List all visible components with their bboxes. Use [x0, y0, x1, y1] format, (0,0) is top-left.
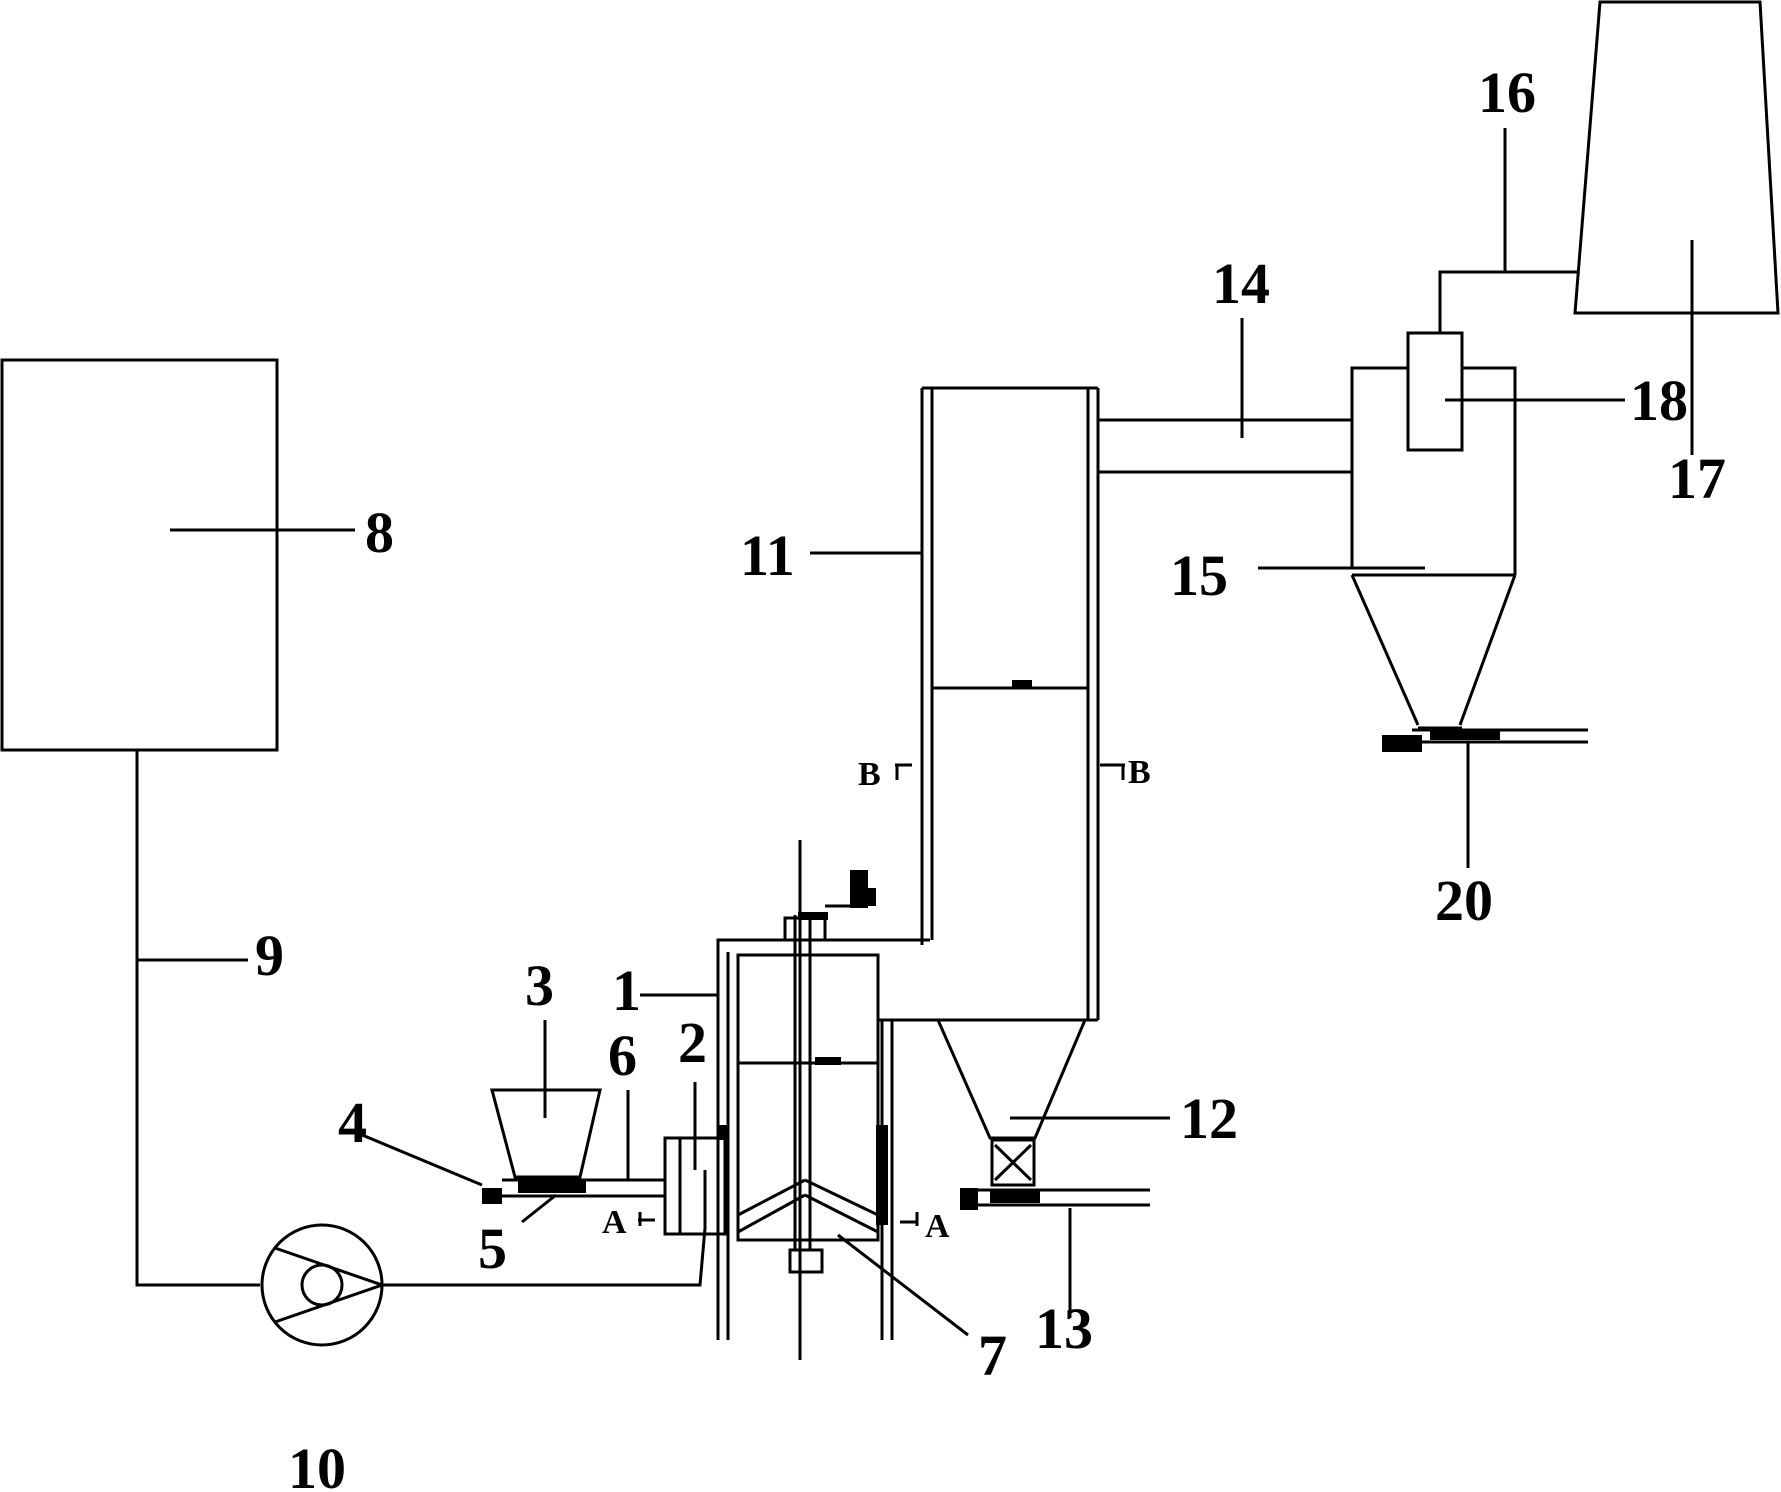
cyclone-15 [1350, 366, 1517, 730]
label-1: 1 [612, 958, 641, 1023]
section-mark-a-right: A [925, 1208, 950, 1245]
screw-feeder [482, 1090, 665, 1204]
label-11: 11 [740, 523, 795, 588]
label-12: 12 [1180, 1086, 1238, 1151]
cone-12 [936, 1019, 1150, 1210]
label-7: 7 [978, 1323, 1007, 1388]
label-17: 17 [1668, 446, 1726, 511]
label-6: 6 [608, 1023, 637, 1088]
section-mark-b-left: B [858, 756, 881, 793]
pipe-16 [1438, 270, 1578, 333]
label-3: 3 [525, 953, 554, 1018]
label-4: 4 [338, 1090, 367, 1155]
label-20: 20 [1435, 868, 1493, 933]
label-15: 15 [1170, 543, 1228, 608]
discharge-20 [1382, 728, 1588, 752]
riser-column-11 [882, 386, 1100, 1022]
label-9: 9 [255, 923, 284, 988]
section-mark-b-right: B [1128, 754, 1151, 791]
component-labels: 8 9 3 1 6 2 4 5 10 7 13 12 11 14 15 16 1… [255, 60, 1726, 1492]
fan-10 [260, 1170, 707, 1347]
duct-14 [1098, 418, 1352, 474]
label-5: 5 [478, 1216, 507, 1281]
tank-8 [0, 358, 279, 752]
label-18: 18 [1630, 368, 1688, 433]
reactor-1 [716, 840, 930, 1360]
chimney-17 [1573, 0, 1780, 315]
pipe-9 [135, 750, 260, 1287]
label-8: 8 [365, 500, 394, 565]
label-16: 16 [1478, 60, 1536, 125]
label-2: 2 [678, 1010, 707, 1075]
label-13: 13 [1035, 1296, 1093, 1361]
label-10: 10 [288, 1436, 346, 1492]
hopper-3 [490, 1088, 602, 1179]
section-marks: A A B B [602, 754, 1151, 1245]
section-mark-a-left: A [602, 1204, 627, 1241]
leader-lines [137, 128, 1694, 1337]
label-14: 14 [1212, 251, 1270, 316]
filter-18 [1406, 331, 1464, 452]
